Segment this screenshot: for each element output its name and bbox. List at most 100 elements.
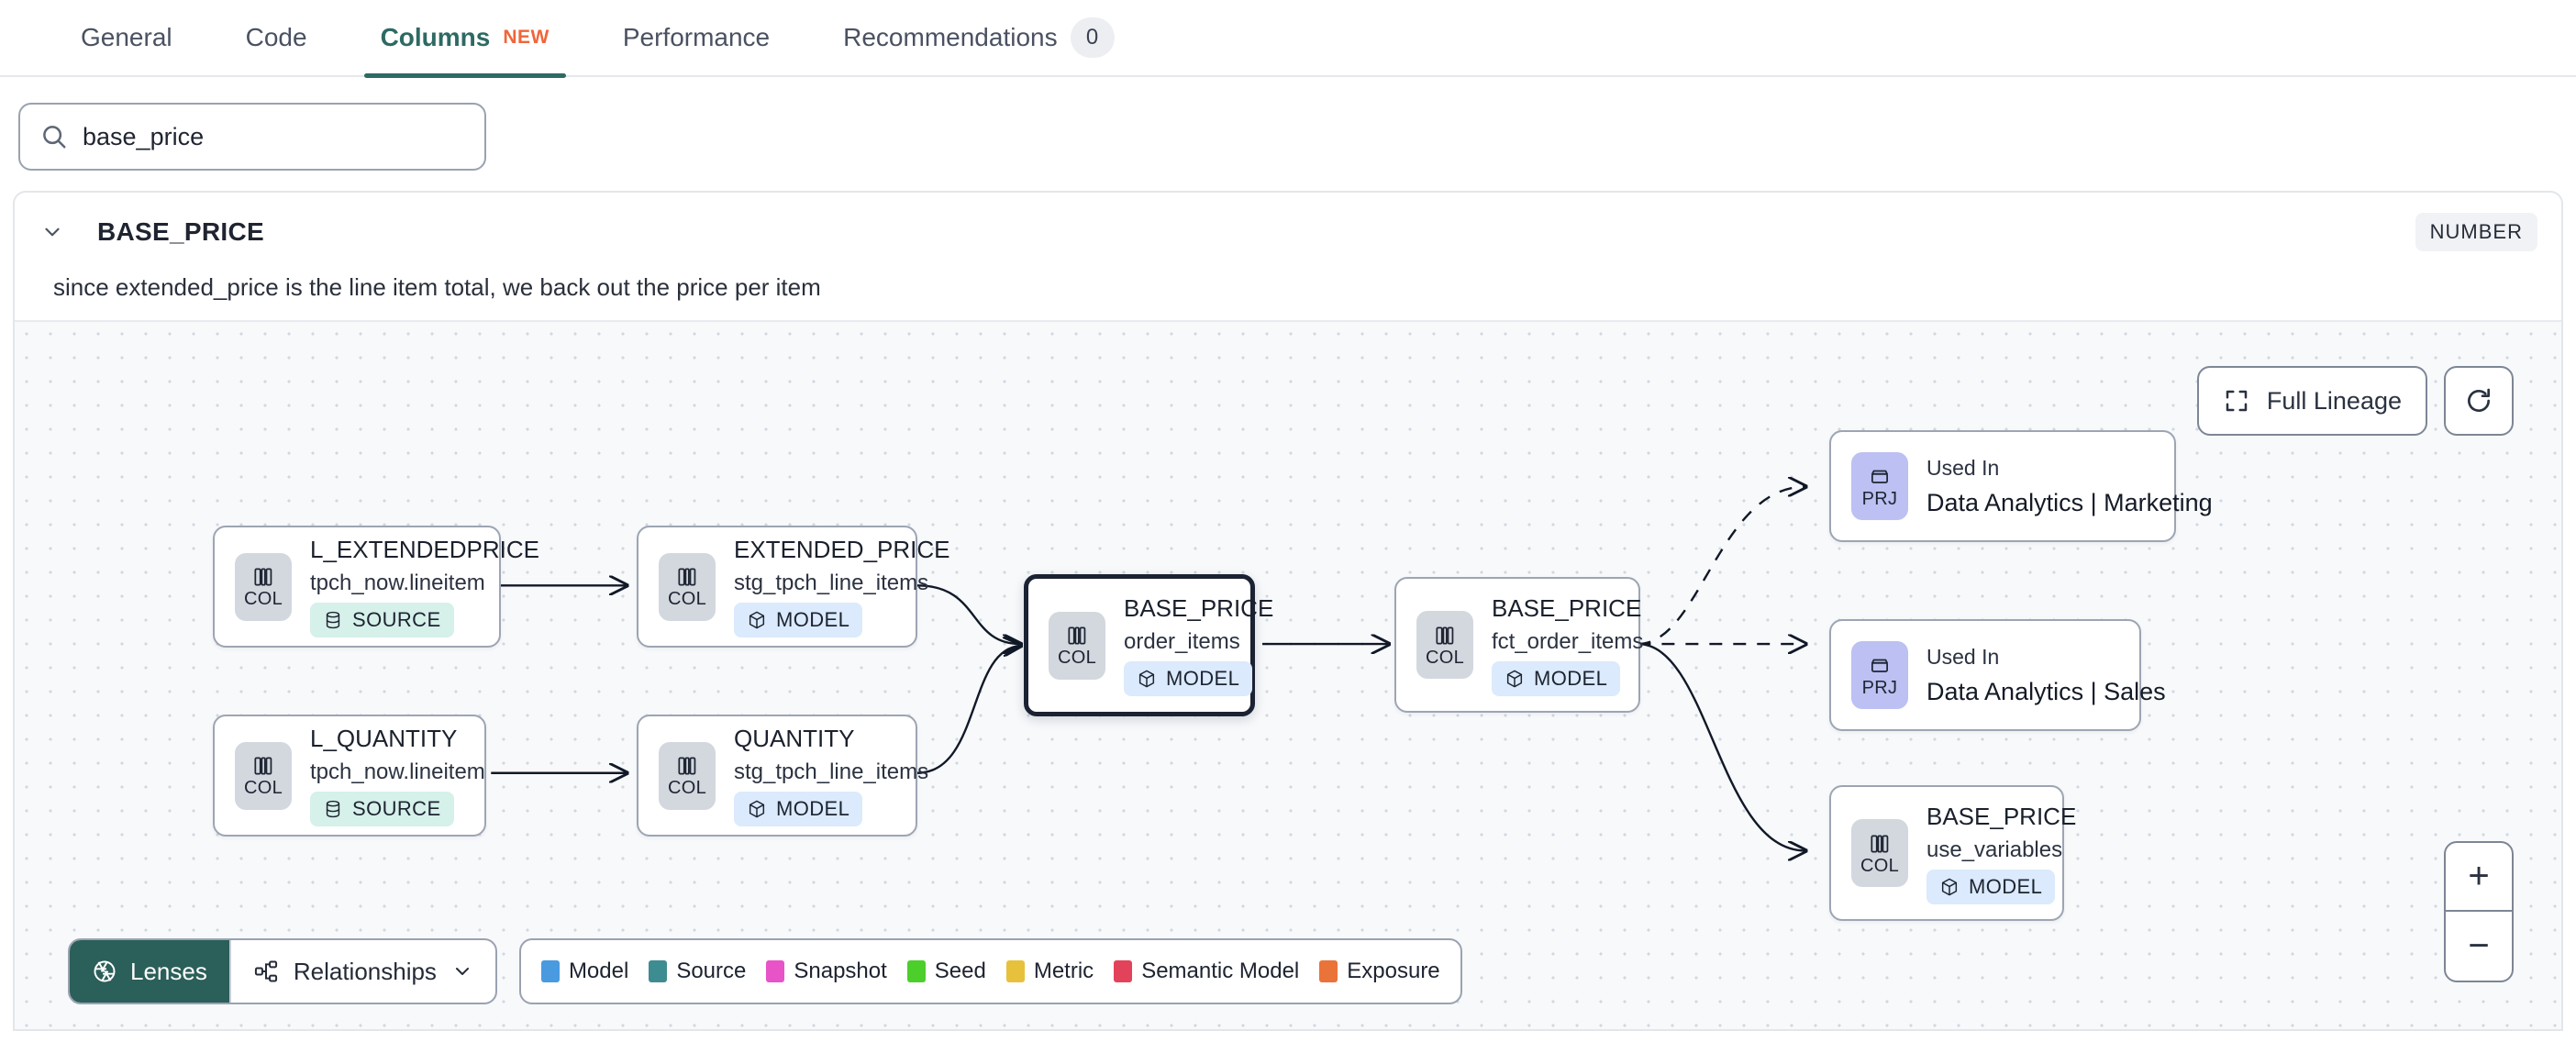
canvas-bottom-bar: Lenses Relationships	[68, 938, 1462, 1004]
prj-type-label: PRJ	[1861, 677, 1898, 698]
column-panel: BASE_PRICE NUMBER since extended_price i…	[13, 191, 2563, 1031]
legend-label: Semantic Model	[1141, 959, 1300, 983]
legend-label: Metric	[1033, 959, 1094, 983]
material-label: SOURCE	[352, 608, 441, 631]
node-title: L_QUANTITY	[310, 725, 458, 752]
lineage-node[interactable]: COL L_QUANTITY tpch_now.lineitem SOURCE	[213, 715, 486, 837]
database-icon	[326, 611, 340, 629]
prj-type-icon: PRJ	[1851, 452, 1908, 520]
tab-label: General	[81, 23, 172, 51]
tab-recommendations[interactable]: Recommendations 0	[806, 0, 1150, 76]
column-icon	[254, 757, 272, 775]
node-title: BASE_PRICE	[1926, 802, 2077, 830]
node-title: BASE_PRICE	[1124, 594, 1274, 622]
expand-icon	[2226, 390, 2248, 412]
column-icon	[1436, 626, 1454, 645]
col-type-icon: COL	[1049, 611, 1105, 680]
legend-swatch	[649, 960, 668, 982]
recommendations-count-badge: 0	[1070, 17, 1115, 58]
legend-item-seed: Seed	[906, 959, 986, 984]
relationships-dropdown[interactable]: Relationships	[228, 940, 495, 1003]
node-subtitle: fct_order_items	[1492, 628, 1644, 654]
column-icon	[1871, 834, 1889, 853]
col-type-label: COL	[1425, 647, 1465, 668]
material-label: MODEL	[776, 797, 850, 820]
lineage-node-project[interactable]: PRJ Used In Data Analytics | Marketing	[1829, 430, 2213, 542]
cube-icon	[1506, 670, 1523, 687]
legend-swatch	[1005, 960, 1025, 982]
full-lineage-label: Full Lineage	[2266, 386, 2402, 415]
material-badge: MODEL	[1926, 869, 2056, 904]
full-lineage-button[interactable]: Full Lineage	[2196, 366, 2427, 436]
lineage-node-selected[interactable]: COL BASE_PRICE order_items MODEL	[1024, 574, 1274, 716]
search-area: base_price	[0, 77, 2576, 191]
material-badge: MODEL	[1492, 660, 1621, 696]
material-label: MODEL	[776, 608, 850, 631]
material-badge: MODEL	[734, 603, 863, 637]
column-icon	[1068, 626, 1086, 645]
legend-label: Seed	[934, 959, 986, 983]
search-input[interactable]: base_price	[18, 103, 486, 171]
cube-icon	[749, 611, 765, 629]
node-subtitle: stg_tpch_line_items	[734, 571, 929, 595]
col-type-icon: COL	[1416, 611, 1473, 679]
col-type-label: COL	[667, 778, 707, 798]
material-badge: MODEL	[1124, 661, 1253, 696]
lineage-node[interactable]: COL EXTENDED_PRICE stg_tpch_line_items M…	[637, 526, 950, 648]
used-in-label: Used In	[1926, 644, 2000, 669]
column-header: BASE_PRICE NUMBER	[15, 193, 2561, 253]
legend-label: Exposure	[1347, 959, 1440, 983]
material-label: MODEL	[1969, 874, 2043, 898]
tab-label: Columns	[380, 23, 491, 51]
legend-item-source: Source	[649, 959, 746, 984]
prj-type-icon: PRJ	[1851, 641, 1908, 709]
search-value: base_price	[83, 122, 205, 150]
lineage-node[interactable]: COL BASE_PRICE use_variables MODEL	[1829, 785, 2077, 921]
lineage-node[interactable]: COL QUANTITY stg_tpch_line_items MODEL	[637, 715, 929, 837]
lineage-node-project[interactable]: PRJ Used In Data Analytics | Sales	[1829, 619, 2166, 731]
lenses-button[interactable]: Lenses	[70, 940, 229, 1003]
col-type-label: COL	[667, 589, 707, 609]
cube-icon	[1138, 670, 1155, 688]
node-title: EXTENDED_PRICE	[734, 536, 950, 563]
node-subtitle: stg_tpch_line_items	[734, 759, 929, 784]
col-type-label: COL	[1057, 648, 1097, 668]
data-type-badge: NUMBER	[2415, 213, 2537, 251]
cube-icon	[749, 800, 765, 818]
tab-performance[interactable]: Performance	[586, 0, 806, 76]
tab-general[interactable]: General	[44, 0, 209, 76]
legend-swatch	[1114, 960, 1133, 982]
chevron-down-icon	[455, 968, 469, 975]
zoom-out-button[interactable]: −	[2468, 926, 2490, 966]
refresh-button[interactable]	[2444, 366, 2514, 436]
col-type-label: COL	[1860, 855, 1900, 876]
material-label: MODEL	[1166, 667, 1240, 690]
node-subtitle: tpch_now.lineitem	[310, 759, 485, 784]
legend-swatch	[906, 960, 926, 982]
col-type-label: COL	[243, 589, 283, 609]
legend-item-model: Model	[540, 959, 629, 984]
tab-columns[interactable]: Columns NEW	[344, 0, 586, 78]
legend-swatch	[1319, 960, 1338, 982]
lineage-edges	[491, 322, 2561, 1031]
tab-code[interactable]: Code	[209, 0, 344, 76]
canvas-top-controls: Full Lineage	[2196, 366, 2514, 436]
material-badge: SOURCE	[310, 792, 454, 826]
legend-label: Source	[676, 959, 747, 983]
node-subtitle: order_items	[1124, 629, 1240, 654]
relationships-label: Relationships	[293, 957, 437, 985]
expand-chevron[interactable]	[39, 220, 66, 244]
legend-label: Model	[568, 959, 629, 983]
zoom-controls: + −	[2444, 841, 2514, 982]
lineage-node[interactable]: COL BASE_PRICE fct_order_items MODEL	[1394, 577, 1644, 713]
node-title: BASE_PRICE	[1492, 593, 1642, 622]
legend-item-exposure: Exposure	[1319, 959, 1440, 984]
lenses-label: Lenses	[130, 957, 207, 985]
zoom-in-button[interactable]: +	[2446, 843, 2512, 912]
legend-item-metric: Metric	[1005, 959, 1094, 984]
material-label: SOURCE	[352, 797, 441, 820]
lineage-canvas[interactable]: COL L_EXTENDEDPRICE tpch_now.lineitem SO…	[15, 320, 2561, 1031]
lineage-node[interactable]: COL L_EXTENDEDPRICE tpch_now.lineitem SO…	[213, 526, 539, 648]
project-box-icon	[1871, 659, 1888, 672]
legend-swatch	[540, 960, 560, 982]
